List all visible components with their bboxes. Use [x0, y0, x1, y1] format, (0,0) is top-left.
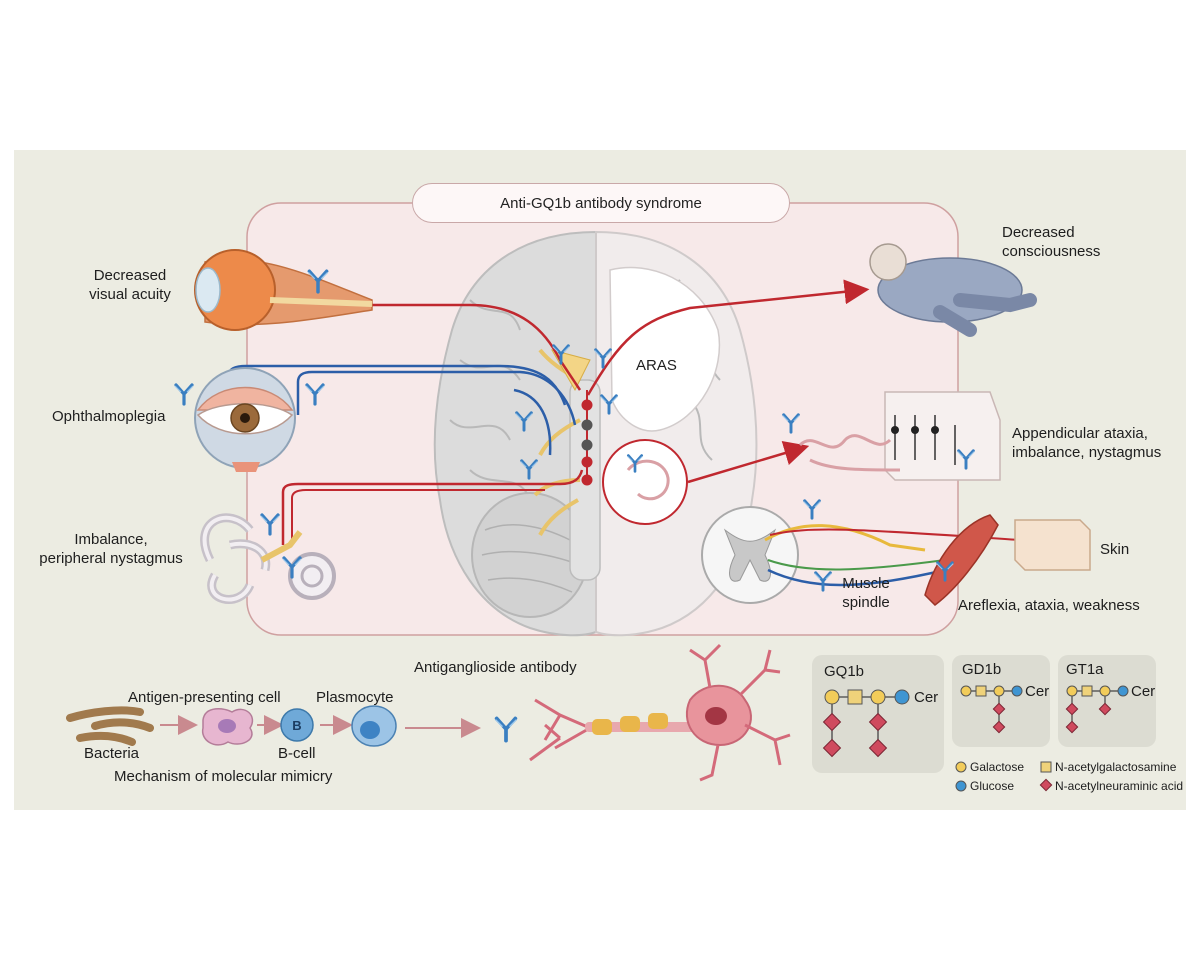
aras-node-1: [581, 399, 593, 411]
myelin-segment: [620, 716, 640, 732]
vestibular-line-2: [291, 489, 545, 545]
antibody-icon: [173, 383, 195, 406]
skin-block: [1014, 519, 1091, 571]
vestibular-line: [281, 469, 584, 545]
semicircular-canals-inner: [202, 515, 268, 602]
neuron-dendrites-right: [689, 643, 791, 782]
ophthalmoplegia-line-2: [296, 370, 577, 426]
cochlea: [288, 552, 336, 600]
cerebellar-zoom-circle: [602, 439, 688, 525]
aras-node-5: [581, 474, 593, 486]
label-bacteria: Bacteria: [84, 745, 140, 762]
molecular-mimicry-illustration: [66, 643, 791, 782]
legend-galnac-swatch: [1040, 761, 1052, 773]
aras-node-4: [581, 456, 593, 468]
label-appendicular-ataxia: Appendicular ataxia, imbalance, nystagmu…: [1012, 425, 1162, 461]
legend-neu5ac: N-acetylneuraminic acid: [1055, 779, 1184, 793]
label-imbalance: Imbalance, peripheral nystagmus: [39, 531, 183, 567]
label-aras: ARAS: [636, 357, 677, 374]
pathways: [226, 279, 870, 545]
bcell-letter: B: [292, 718, 301, 733]
aras-node-3: [581, 439, 593, 451]
aras-node-2: [581, 419, 593, 431]
label-ophthalmoplegia: Ophthalmoplegia: [52, 408, 166, 425]
legend-galnac: N-acetylgalactosamine: [1055, 760, 1177, 774]
label-muscle-spindle: Muscle spindle: [842, 575, 890, 611]
b-cell: [280, 708, 314, 742]
purkinje-fibers: [798, 434, 901, 472]
myelin-segment: [648, 713, 668, 729]
label-b-cell: B-cell: [278, 745, 316, 762]
ganglioside-cer-gt1a: Cer: [1131, 683, 1156, 700]
ganglioside-panels: [812, 655, 1156, 792]
gt1a-structure: [1065, 685, 1129, 734]
person-legs: [933, 293, 1037, 337]
legend-glucose: Glucose: [970, 779, 1015, 793]
cochlea-inner: [300, 564, 324, 588]
ganglioside-cer-gq1b: Cer: [914, 689, 939, 706]
legend-galactose-swatch: [955, 761, 967, 773]
label-areflexia: Areflexia, ataxia, weakness: [958, 597, 1140, 614]
ganglioside-name-gd1b: GD1b: [962, 661, 1002, 678]
cortex-block: [884, 391, 1001, 481]
vestibulocochlear-nerve: [260, 530, 303, 563]
label-skin: Skin: [1100, 541, 1130, 558]
cornea: [195, 267, 221, 313]
legend-neu5ac-swatch: [1039, 778, 1053, 792]
person-head: [869, 243, 907, 281]
unconscious-person-illustration: [869, 243, 1037, 337]
optic-nerve: [269, 297, 373, 307]
reflex-fiber: [767, 559, 946, 571]
inner-ear-illustration: [200, 513, 336, 604]
lower-rectus: [232, 462, 260, 472]
label-plasmocyte: Plasmocyte: [316, 689, 394, 706]
motor-fiber: [767, 568, 946, 587]
ganglioside-name-gt1a: GT1a: [1066, 661, 1104, 678]
label-mimicry-caption: Mechanism of molecular mimicry: [114, 768, 333, 785]
label-antiganglioside-antibody: Antiganglioside antibody: [414, 659, 577, 676]
eye-lateral-illustration: [194, 249, 373, 331]
muscle: [924, 514, 999, 606]
neuron-axons: [894, 415, 956, 465]
bacteria: [66, 706, 154, 746]
cerebellar-neuron-illustration: [798, 391, 1001, 481]
legend-galactose: Galactose: [970, 760, 1025, 774]
cranial-nerves: [533, 348, 581, 536]
ganglioside-cer-gd1b: Cer: [1025, 683, 1050, 700]
eye-front-illustration: [194, 367, 296, 472]
gd1b-panel: [952, 655, 1050, 747]
eyelid-top: [196, 386, 294, 411]
label-antigen-presenting-cell: Antigen-presenting cell: [128, 689, 281, 706]
legend-glucose-swatch: [955, 780, 967, 792]
gd1b-structure: [960, 685, 1023, 734]
gt1a-panel: [1058, 655, 1156, 747]
antibody-icon: [493, 716, 519, 743]
cerebellar-arrow: [687, 441, 810, 484]
page-title: Anti-GQ1b antibody syndrome: [412, 183, 790, 223]
neuron-dendrites-left: [529, 698, 591, 762]
gray-matter: [723, 528, 777, 582]
dentate-nucleus: [626, 459, 670, 501]
label-visual-acuity: Decreased visual acuity: [89, 267, 171, 303]
myelin-segment: [592, 719, 612, 735]
gq1b-structure: [822, 689, 910, 758]
consciousness-arrow: [586, 279, 870, 396]
label-consciousness: Decreased consciousness: [1002, 224, 1101, 260]
cerebellum-folia: [481, 524, 581, 593]
eyeball-lateral: [194, 249, 276, 331]
ganglioside-name-gq1b: GQ1b: [824, 663, 865, 680]
ophthalmoplegia-line-3: [513, 388, 552, 456]
visual-pathway-line: [350, 303, 582, 391]
spinal-cord-illustration: [701, 506, 1091, 606]
pupil: [240, 413, 250, 423]
